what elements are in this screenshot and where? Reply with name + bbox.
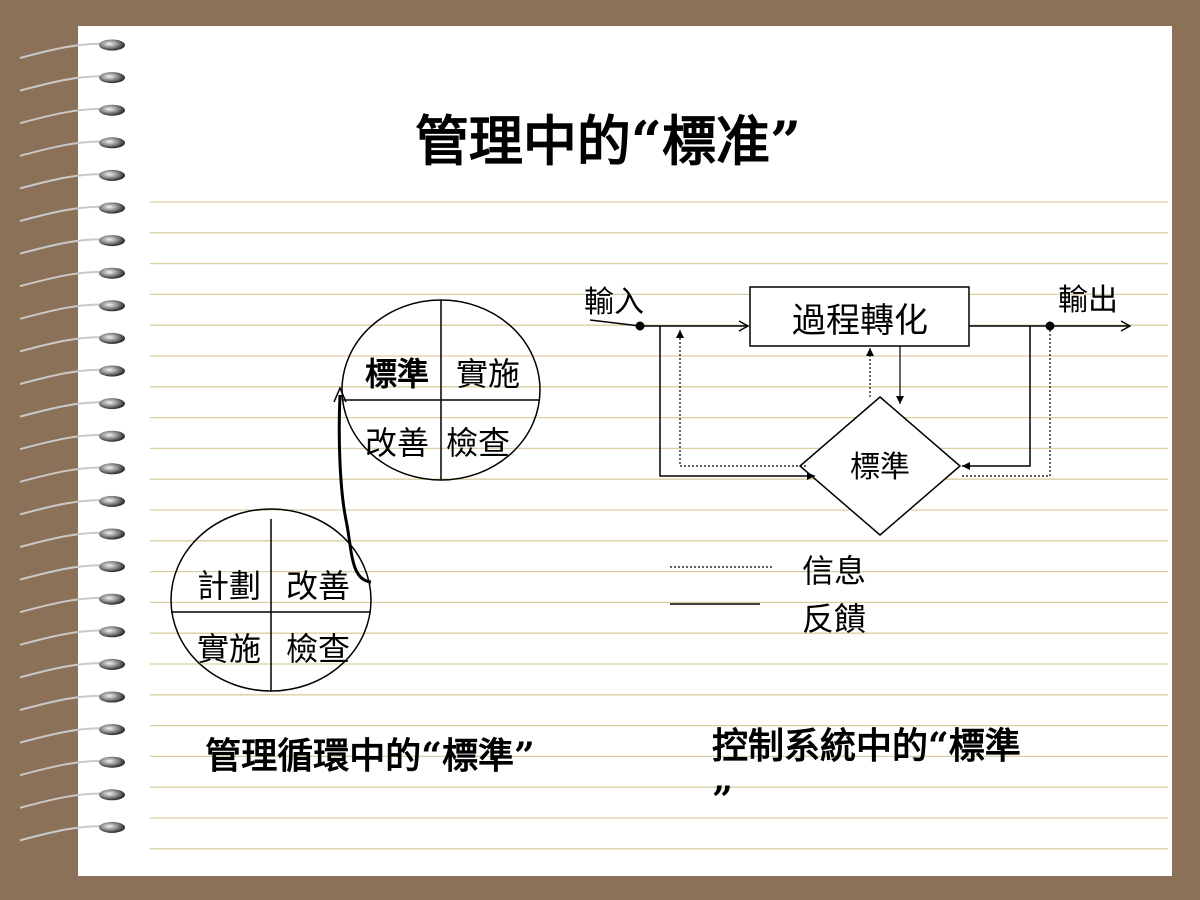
spiral-ring [99,821,125,833]
spiral-ring [99,463,125,475]
spiral-wire [19,107,111,125]
spiral-wire [19,596,111,614]
pdca-big-improve: 改善 [286,567,350,605]
pdca-diagram: 計劃 改善 實施 檢查 標準 實施 改善 檢查 管理循環中的“標準” [170,299,541,777]
spiral-wire [19,792,111,809]
page-title-shadow: 管理中的“標准” [417,111,803,175]
spiral-ring [99,169,125,181]
spiral-ring [99,495,125,507]
legend-info-label: 信息 [802,552,866,590]
spiral-wire [19,173,111,190]
spiral-wire [19,466,111,483]
notebook-paper [78,26,1172,876]
pdca-link-curve [337,394,372,584]
spiral-ring [99,430,125,442]
spiral-ring [99,72,125,84]
spiral-ring [99,235,125,247]
pdca-small-do: 實施 [456,355,520,393]
output-feedback-line [962,326,1031,470]
spiral-ring [99,691,125,703]
spiral-wire [19,336,111,353]
pdca-small-improve: 改善 [365,424,429,462]
spiral-wire [19,825,111,842]
spiral-ring [99,332,125,344]
spiral-ring [99,626,125,638]
input-feedback-line [659,326,815,480]
spiral-ring [99,756,125,768]
pdca-big-plan: 計劃 [197,567,261,605]
spiral-ring [99,365,125,377]
spiral-binding [19,39,125,842]
spiral-ring [99,528,125,540]
input-info-line [676,330,806,467]
spiral-wire [19,564,111,581]
spiral-ring [99,137,125,149]
spiral-wire [19,759,111,777]
pdca-small-check: 檢查 [446,424,510,462]
spiral-wire [19,75,111,92]
spiral-wire [19,531,111,548]
standard-label: 標準 [850,450,910,485]
spiral-ring [99,267,125,279]
pdca-caption: 管理循環中的“標準” [205,735,534,777]
process-box [749,286,970,347]
pdca-big-do: 實施 [197,630,261,668]
spiral-ring [99,398,125,410]
spiral-ring [99,593,125,605]
spiral-wire [19,401,111,418]
spiral-ring [99,724,125,736]
pdca-big-check: 檢查 [286,630,350,668]
spiral-ring [99,202,125,214]
spiral-ring [99,789,125,801]
output-label: 輸出 [1058,283,1118,318]
spiral-ring [99,300,125,312]
input-label: 輸入 [584,285,644,320]
spiral-ring [99,658,125,670]
spiral-wire [19,42,111,59]
spiral-wire [19,270,111,288]
spiral-wire [19,727,111,744]
spiral-wire [19,303,111,320]
spiral-wire [19,694,111,711]
spiral-wire [19,205,111,222]
legend-feedback-label: 反饋 [802,600,866,638]
spiral-wire [19,368,111,385]
spiral-wire [19,499,111,516]
spiral-wire [19,140,111,157]
control-caption-tail: ” [712,779,733,821]
spiral-ring [99,561,125,573]
spiral-wire [19,238,111,255]
ruled-lines [150,201,1168,850]
output-info-line [960,330,1051,477]
page-title: 管理中的“標准” [415,109,801,173]
process-label: 過程轉化 [792,301,928,341]
spiral-wire [19,662,111,679]
pdca-small-standard: 標準 [365,355,429,393]
spiral-ring [99,39,125,51]
control-system-diagram: 輸入 過程轉化 輸出 標準 [584,283,1132,821]
input-line [589,319,641,327]
spiral-wire [19,629,111,646]
spiral-ring [99,104,125,116]
pdca-link-arrowhead [333,386,347,403]
standard-diamond [798,396,962,536]
control-caption: 控制系統中的“標準 [712,725,1021,767]
spiral-wire [19,433,111,451]
